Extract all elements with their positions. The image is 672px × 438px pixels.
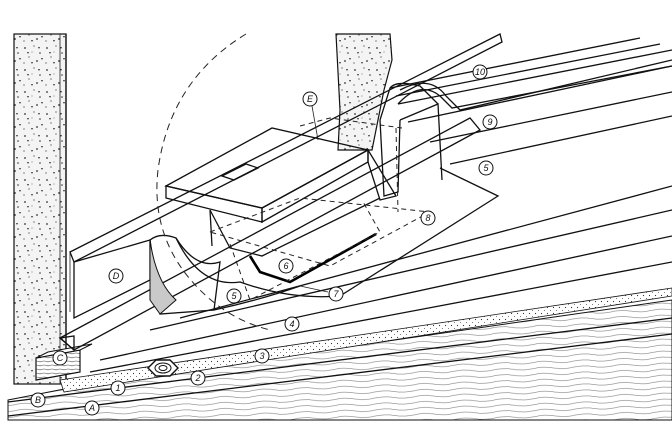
callout-3-label: 3: [259, 351, 264, 361]
callout-E: E: [302, 91, 318, 107]
callout-7: 7: [328, 286, 344, 302]
base-timber: [7, 287, 672, 421]
callout-A: A: [84, 400, 100, 416]
dashed-construction-lines: [156, 33, 432, 331]
flashing-membrane: [149, 167, 500, 315]
callout-9-label: 9: [487, 117, 492, 127]
callout-4-label: 4: [289, 319, 294, 329]
callout-5-upper: 5: [478, 160, 494, 176]
callout-C: C: [52, 350, 68, 366]
callout-1: 1: [110, 380, 126, 396]
callout-8: 8: [420, 210, 436, 226]
callout-7-label: 7: [333, 289, 339, 299]
upstand-flashing: [379, 82, 443, 197]
callout-C-label: C: [57, 353, 64, 363]
callout-1-label: 1: [115, 383, 120, 393]
callout-2-label: 2: [194, 373, 200, 383]
cant-strip: [58, 117, 482, 352]
callout-4: 4: [284, 316, 300, 332]
leader-lines: [299, 105, 329, 293]
callout-5-lower: 5: [226, 288, 242, 304]
callout-D: D: [108, 268, 124, 284]
callout-8-label: 8: [425, 213, 430, 223]
callout-9: 9: [482, 114, 498, 130]
callout-B-label: B: [35, 395, 41, 405]
callout-6: 6: [278, 258, 294, 274]
callout-A-label: A: [88, 403, 95, 413]
callout-3: 3: [254, 348, 270, 364]
callout-B: B: [30, 392, 46, 408]
callout-5-upper-label: 5: [483, 163, 489, 173]
hex-nut-fastener: [147, 359, 179, 377]
callout-E-label: E: [307, 94, 314, 104]
callout-5-lower-label: 5: [231, 291, 237, 301]
outlet-edge-bold: [248, 232, 377, 284]
callout-10-label: 10: [475, 67, 485, 77]
callout-6-label: 6: [283, 261, 288, 271]
masonry-wall-upper: [335, 33, 393, 151]
callout-2: 2: [190, 370, 206, 386]
masonry-wall-left: [13, 33, 67, 385]
callout-D-label: D: [113, 271, 120, 281]
callout-10: 10: [472, 64, 488, 80]
